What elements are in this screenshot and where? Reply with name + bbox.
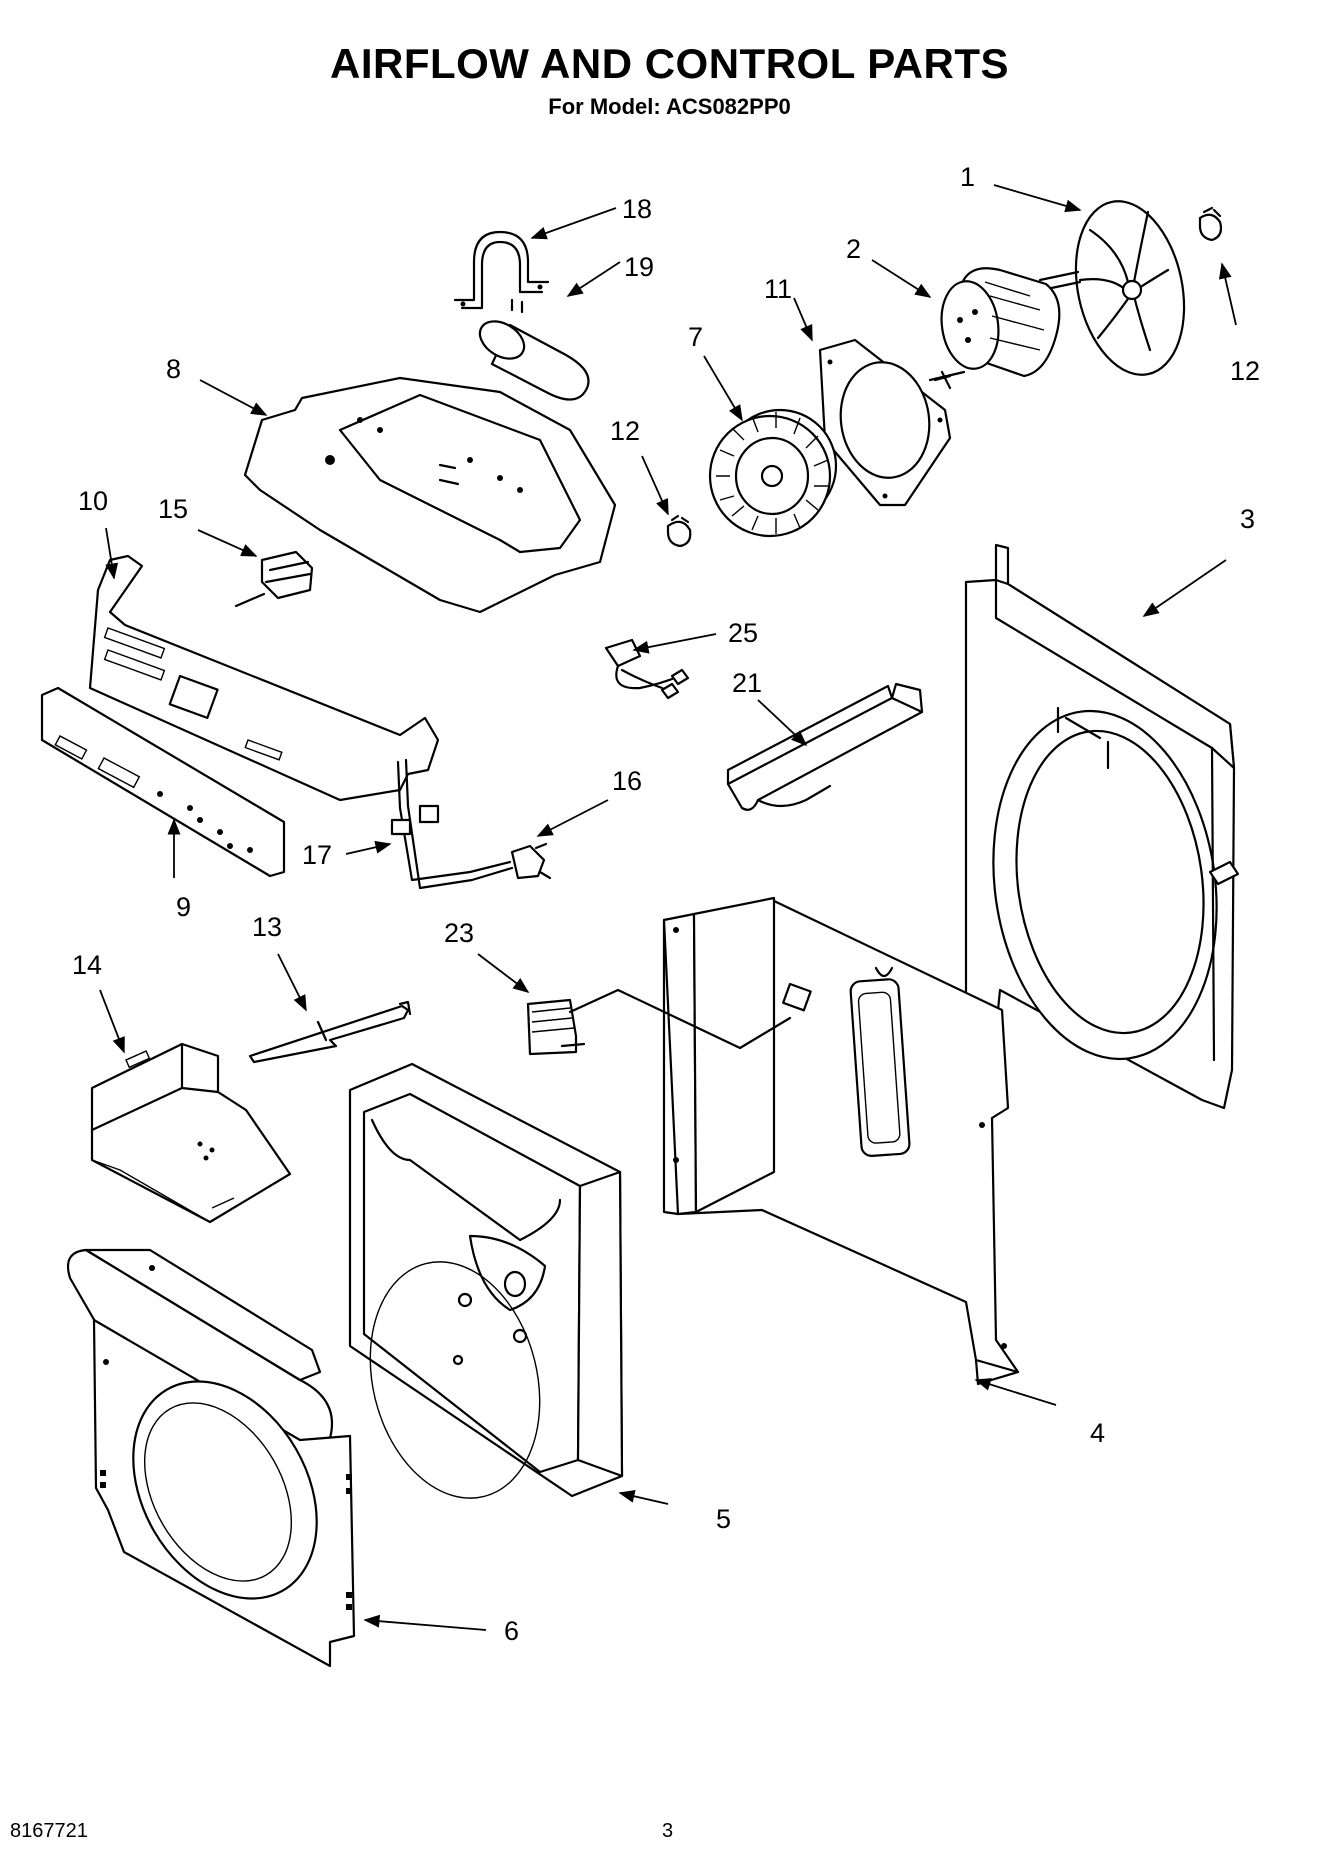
page-title: AIRFLOW AND CONTROL PARTS (329, 40, 1009, 87)
part-7-blower-wheel (708, 408, 838, 538)
callout-3: 3 (1240, 504, 1255, 534)
callout-5: 5 (716, 1504, 731, 1534)
part-5-evaporator-housing (348, 1062, 624, 1499)
callout-21: 21 (732, 668, 762, 698)
callout-6: 6 (504, 1616, 519, 1646)
document-number: 8167721 (10, 1820, 88, 1842)
callout-4: 4 (1090, 1418, 1105, 1448)
callout-7: 7 (688, 322, 703, 352)
part-9-control-panel (40, 686, 286, 878)
callout-18: 18 (622, 194, 652, 224)
part-3-condenser-shroud (964, 543, 1240, 1110)
callout-14: 14 (72, 950, 102, 980)
page-number: 3 (662, 1820, 674, 1842)
callout-17: 17 (302, 840, 332, 870)
callout-8: 8 (166, 354, 181, 384)
part-2-motor (928, 267, 1082, 390)
part-21-tray (726, 682, 924, 811)
part-13-rod (248, 1000, 412, 1064)
part-4-partition (662, 896, 1020, 1386)
part-16-power-cord (390, 758, 552, 890)
model-subtitle: For Model: ACS082PP0 (548, 94, 791, 119)
callout-19: 19 (624, 252, 654, 282)
part-8-cover-plate (243, 376, 617, 614)
callout-12-middle: 12 (610, 416, 640, 446)
part-6-air-duct (66, 1248, 356, 1668)
part-12-clip-middle (666, 514, 692, 548)
callout-9: 9 (176, 892, 191, 922)
part-12-clip-top (1198, 206, 1223, 242)
part-11-orifice-plate (818, 338, 952, 507)
part-25-thermistor (604, 638, 690, 700)
part-14-cover (90, 1042, 292, 1224)
callout-10: 10 (78, 486, 108, 516)
part-19-capacitor (478, 298, 590, 401)
callout-16: 16 (612, 766, 642, 796)
callout-15: 15 (158, 494, 188, 524)
part-10-control-bracket (88, 554, 440, 802)
callout-11: 11 (764, 274, 792, 304)
callout-13: 13 (252, 912, 282, 942)
part-1-fan-blade (1074, 200, 1186, 376)
callout-2: 2 (846, 234, 861, 264)
callout-23: 23 (444, 918, 474, 948)
part-18-bracket (453, 230, 550, 310)
callout-labels: 1 2 12 3 4 5 6 7 8 9 10 11 12 13 14 15 1… (72, 162, 1260, 1646)
callout-12-right: 12 (1230, 356, 1260, 386)
callout-1: 1 (960, 162, 975, 192)
callout-25: 25 (728, 618, 758, 648)
part-23-damper (526, 988, 792, 1056)
leader-lines (99, 184, 1237, 1631)
part-15-switch (234, 550, 314, 608)
